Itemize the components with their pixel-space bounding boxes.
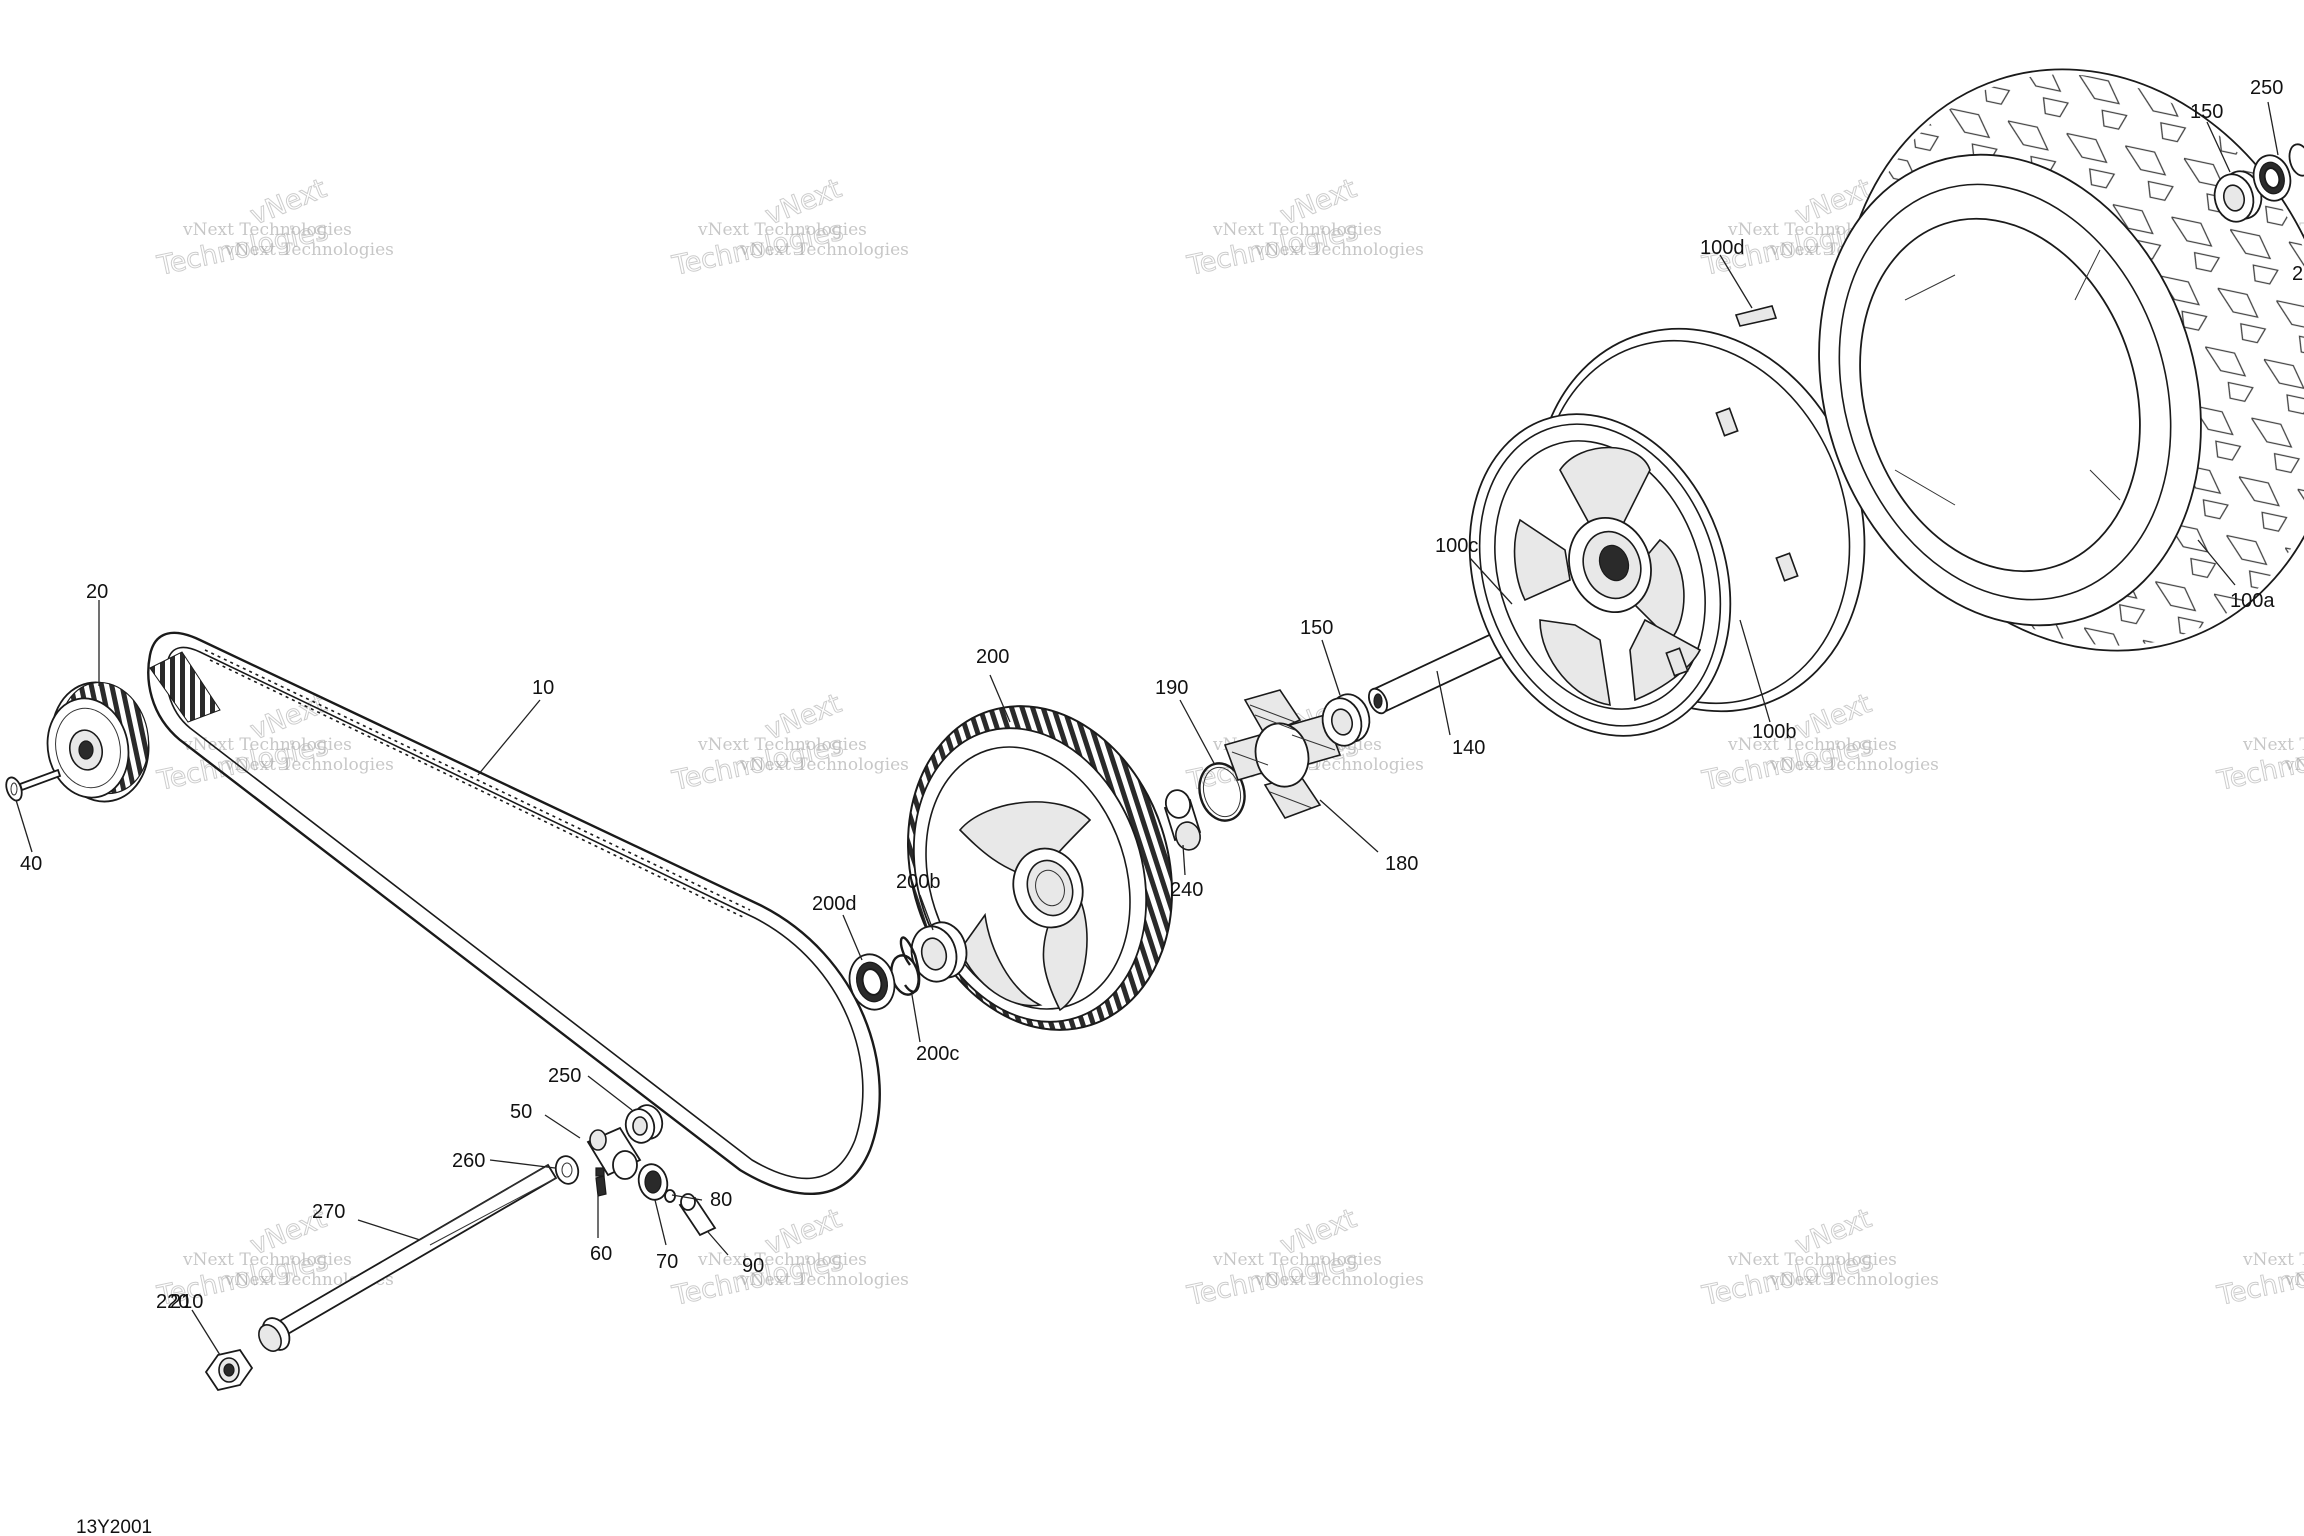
watermark-stamp: vNext vNext Technologies Technologies vN… [2214, 730, 2304, 798]
callout-50: 50 [510, 1101, 532, 1123]
svg-text:vNext Technologies: vNext Technologies [739, 755, 909, 775]
callout-80: 80 [710, 1189, 732, 1211]
wheel-rim [1468, 327, 1866, 737]
small-washer [664, 1189, 676, 1203]
svg-text:vNext Technologies: vNext Technologies [2242, 1250, 2304, 1270]
callout-40: 40 [20, 853, 42, 875]
tensioner-block [586, 1126, 642, 1180]
callout-270: 270 [312, 1201, 345, 1223]
callout-260: 260 [452, 1150, 485, 1172]
callout-100b: 100b [1752, 721, 1797, 743]
svg-text:vNext Technologies: vNext Technologies [697, 735, 867, 755]
callout-200c: 200c [916, 1043, 959, 1065]
callout-100c: 100c [1435, 535, 1478, 557]
watermark-stamp: vNext vNext Technologies Technologies vN… [1184, 1203, 1424, 1313]
svg-text:vNext Technologies: vNext Technologies [2284, 755, 2304, 775]
svg-text:vNext Technologies: vNext Technologies [2284, 1270, 2304, 1290]
drive-belt [147, 631, 881, 1195]
driven-sprocket [907, 705, 1173, 1031]
watermark-stamp: vNext vNext Technologies Technologies vN… [1184, 173, 1424, 283]
svg-text:vNext Technologies: vNext Technologies [224, 240, 394, 260]
set-screw [595, 1175, 607, 1197]
svg-text:vNext Technologies: vNext Technologies [1212, 220, 1382, 240]
callout-200b: 200b [896, 871, 941, 893]
svg-text:vNext Technologies: vNext Technologies [739, 240, 909, 260]
leader-lines [15, 101, 2279, 1356]
pulley-bolt [5, 768, 62, 802]
callout-190: 190 [1155, 677, 1188, 699]
svg-text:vNext Technologies: vNext Technologies [697, 1250, 867, 1270]
watermark-stamp: vNext vNext Technologies Technologies vN… [669, 173, 909, 283]
watermark-stamp: vNext vNext Technologies Technologies vN… [1699, 1203, 1939, 1313]
callout-60: 60 [590, 1243, 612, 1265]
svg-text:vNext Technologies: vNext Technologies [182, 735, 352, 755]
callout-250-upper: 250 [2250, 77, 2283, 99]
oil-seal [848, 953, 896, 1011]
svg-text:vNext Technologies: vNext Technologies [1769, 755, 1939, 775]
watermark-stamp: vNext vNext Technologies Technologies vN… [669, 688, 909, 798]
watermark-stamp: vNext vNext Technologies Technologies vN… [154, 173, 394, 283]
callout-90: 90 [742, 1255, 764, 1277]
rim-patch [1734, 305, 1778, 327]
svg-text:vNext Technologies: vNext Technologies [1212, 1250, 1382, 1270]
svg-text:vNext Technologies: vNext Technologies [224, 755, 394, 775]
svg-text:vNext Technologies: vNext Technologies [1254, 240, 1424, 260]
callout-150-upper: 150 [2190, 101, 2223, 123]
callout-220: 220 [156, 1291, 189, 1313]
callout-210: 210 [170, 1291, 203, 1313]
svg-text:vNext Technologies: vNext Technologies [2242, 735, 2304, 755]
watermark-stamp: vNext vNext Technologies Technologies vN… [2214, 1245, 2304, 1313]
callout-200d: 200d [812, 893, 857, 915]
tensioner-spacer [624, 1104, 664, 1144]
svg-text:vNext Technologies: vNext Technologies [182, 220, 352, 240]
svg-text:vNext Technologies: vNext Technologies [182, 1250, 352, 1270]
callout-10: 10 [532, 677, 554, 699]
callout-250-lower: 250 [548, 1065, 581, 1087]
callout-180: 180 [1385, 853, 1418, 875]
sprocket-bearing [910, 921, 968, 983]
svg-text:vNext Technologies: vNext Technologies [1727, 735, 1897, 755]
svg-text:vNext Technologies: vNext Technologies [697, 220, 867, 240]
tire [1818, 68, 2304, 652]
axle-nut [204, 1348, 254, 1392]
callout-140: 140 [1452, 737, 1485, 759]
wheel-bearing-inner [1321, 693, 1371, 747]
callout-150-lower: 150 [1300, 617, 1333, 639]
callout-240: 240 [1170, 879, 1203, 901]
svg-text:vNext Technologies: vNext Technologies [739, 1270, 909, 1290]
callout-labels: 10 20 40 50 60 70 80 90 100a 100b 100c 1… [20, 77, 2303, 1313]
svg-text:vNext Technologies: vNext Technologies [1727, 1250, 1897, 1270]
spacer-sleeve [1163, 789, 1202, 851]
callout-100a: 100a [2230, 590, 2275, 612]
svg-text:vNext Technologies: vNext Technologies [1254, 1270, 1424, 1290]
outer-seal [2252, 143, 2304, 202]
callout-200: 200 [976, 646, 1009, 668]
rubber-damper [1223, 689, 1342, 819]
callout-edge-2: 2 [2292, 263, 2303, 285]
drawing-code: 13Y2001 [76, 1517, 152, 1536]
callout-70: 70 [656, 1251, 678, 1273]
callout-20: 20 [86, 581, 108, 603]
svg-text:vNext Technologies: vNext Technologies [1769, 1270, 1939, 1290]
tensioner-washer [554, 1155, 580, 1185]
drive-pulley [46, 681, 150, 803]
adjuster-nut [637, 1163, 669, 1201]
axle-bolt [258, 1163, 558, 1352]
callout-100d: 100d [1700, 237, 1745, 259]
